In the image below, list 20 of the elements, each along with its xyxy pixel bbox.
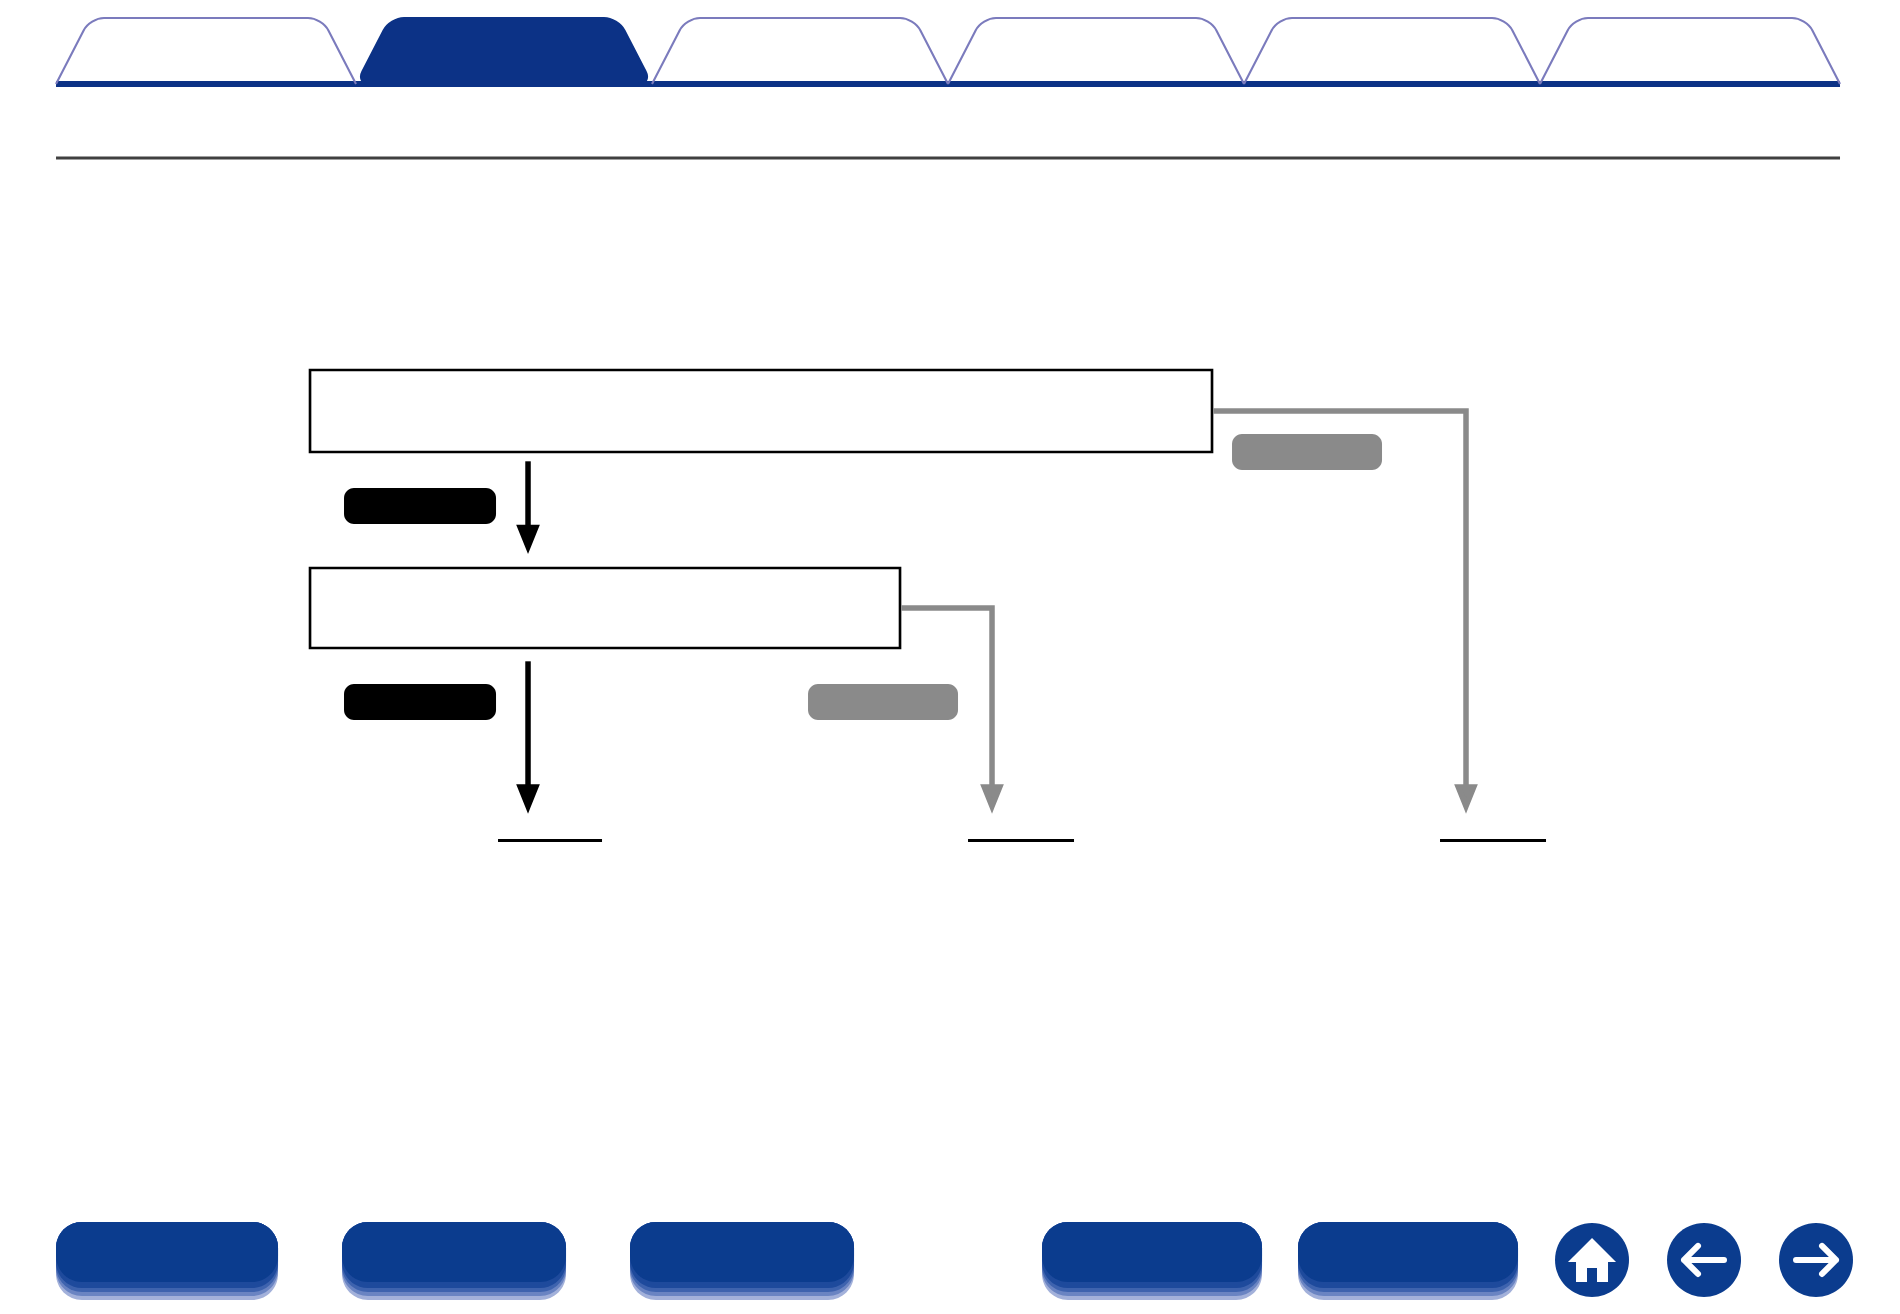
nav-button [1298,1222,1518,1300]
tab [55,16,357,85]
nav-button [630,1222,854,1300]
key-badge [344,684,496,720]
key-badge [344,488,496,524]
underline [968,839,1074,842]
underline [498,839,602,842]
nav-button [342,1222,566,1300]
nav-button [56,1222,278,1300]
active-tab [359,16,649,86]
underline [1440,839,1546,842]
tab [651,16,949,85]
nav-button [1042,1222,1262,1300]
tab [947,16,1245,85]
tab [1243,16,1541,85]
key-badge [808,684,958,720]
outlined-box [308,566,902,650]
tab [1539,16,1841,85]
key-badge [1232,434,1382,470]
outlined-box [308,368,1214,454]
